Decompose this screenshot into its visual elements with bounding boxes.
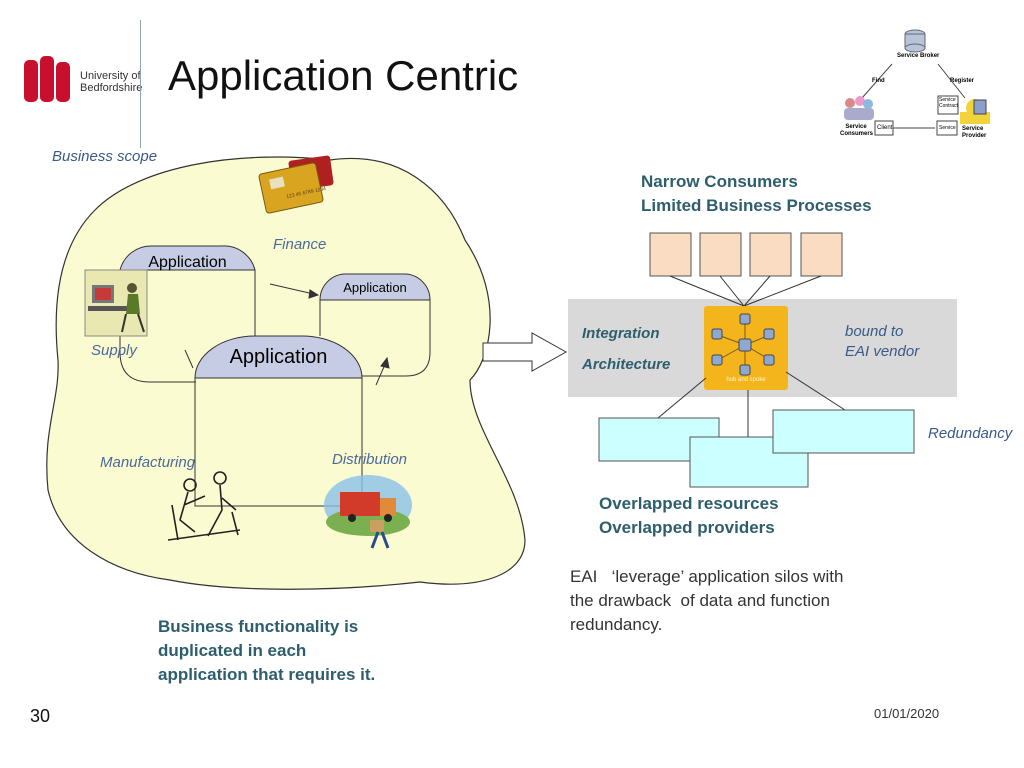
duplication-summary: Business functionality is duplicated in … [158, 615, 428, 687]
soa-register: Register [950, 78, 975, 84]
redundancy-label: Redundancy [928, 425, 1013, 442]
manufacturing-label: Manufacturing [100, 454, 196, 471]
summary-line-3: application that requires it. [158, 665, 376, 684]
soa-service-consumers: Service Consumers [840, 124, 874, 137]
hub-and-spoke-icon [704, 306, 788, 390]
bound-to: bound to [845, 323, 904, 340]
narrow-consumers-heading: Narrow Consumers Limited Business Proces… [641, 170, 872, 218]
eai-line-2: the drawback of data and function [570, 591, 830, 610]
application-label-3: Application [229, 346, 328, 368]
eai-description: EAI ‘leverage’ application silos with th… [570, 565, 910, 637]
overlapped-providers: Overlapped providers [599, 518, 775, 537]
logo-line-2: Bedfordshire [80, 82, 143, 94]
manufacturing-workers-icon [167, 471, 241, 541]
people-icon [844, 96, 874, 120]
computer-worker-icon [84, 269, 148, 337]
eai-line-1: EAI ‘leverage’ application silos with [570, 567, 844, 586]
soa-triangle-diagram [844, 29, 990, 136]
finance-label: Finance [273, 236, 327, 253]
soa-client: Client [877, 125, 893, 131]
overlapped-heading: Overlapped resources Overlapped provider… [599, 492, 779, 540]
credit-card-icon [258, 155, 334, 214]
summary-line-1: Business functionality is [158, 617, 359, 636]
logo-line-1: University of [80, 70, 141, 82]
limited-processes: Limited Business Processes [641, 196, 872, 215]
hub-label: hub and spoke [726, 377, 766, 383]
supply-label: Supply [91, 342, 137, 359]
overlapped-resources: Overlapped resources [599, 494, 779, 513]
narrow-consumers: Narrow Consumers [641, 172, 798, 191]
page-title: Application Centric [168, 52, 519, 99]
provider-icon [960, 99, 990, 124]
integration-label: Integration [582, 325, 660, 342]
eai-line-3: redundancy. [570, 615, 663, 634]
distribution-label: Distribution [332, 451, 408, 468]
soa-service-provider: Service Provider [962, 126, 987, 139]
flow-arrows [184, 283, 390, 386]
application-box-3 [194, 335, 363, 507]
transition-arrow [482, 332, 568, 372]
resource-boxes [598, 409, 915, 488]
application-label-2: Application [343, 280, 407, 295]
application-box-2 [319, 273, 431, 377]
slide-date: 01/01/2020 [874, 706, 940, 721]
delivery-truck-icon [324, 475, 412, 549]
soa-find: Find [872, 78, 885, 84]
eai-vendor: EAI vendor [845, 343, 920, 360]
consumer-connectors [669, 275, 822, 307]
application-box-1 [119, 245, 256, 383]
soa-service: Service [939, 125, 956, 131]
summary-line-2: duplicated in each [158, 641, 307, 660]
business-scope-label: Business scope [52, 148, 158, 165]
university-logo-mark [24, 56, 70, 102]
university-name: University of Bedfordshire [80, 70, 142, 94]
consumer-boxes [649, 232, 843, 277]
database-icon [904, 29, 926, 53]
application-label-1: Application [148, 254, 227, 271]
slide-number: 30 [30, 706, 51, 726]
resource-connectors [657, 371, 846, 437]
header-divider [140, 20, 141, 148]
soa-service-contract: Service Contract [939, 97, 958, 109]
architecture-label: Architecture [582, 356, 671, 373]
soa-service-broker: Service Broker [897, 53, 940, 59]
bound-to-label: bound to EAI vendor [845, 322, 919, 362]
